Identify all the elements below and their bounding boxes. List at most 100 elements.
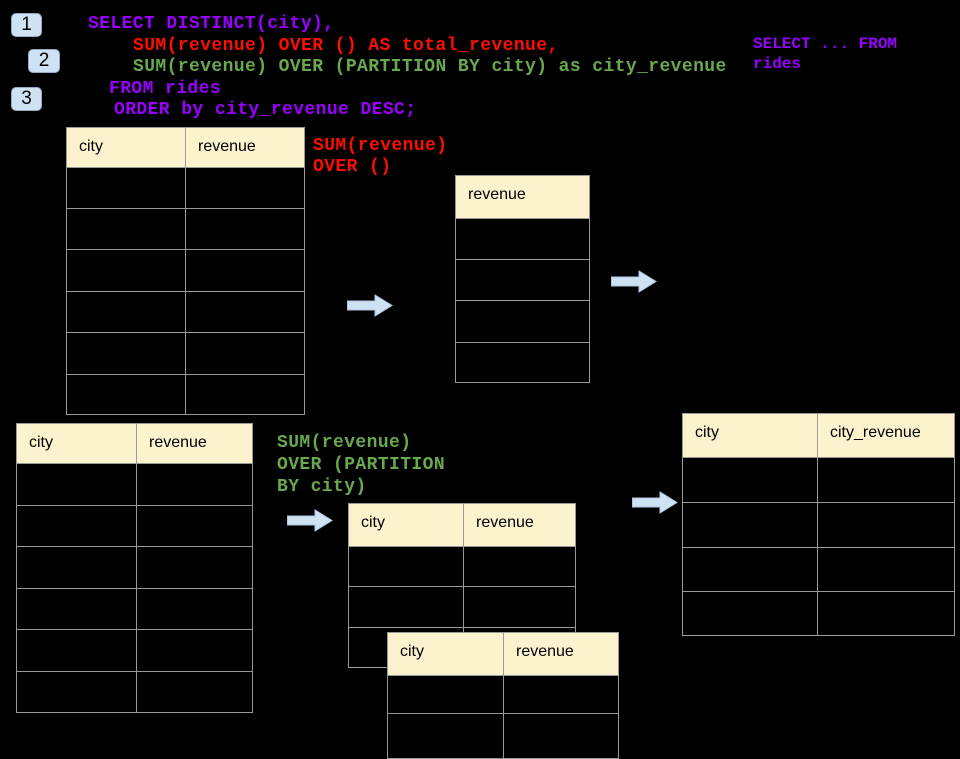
table-row [17, 672, 252, 712]
table-cell [349, 587, 464, 627]
header-cell-city: city [349, 504, 464, 546]
table-cell [683, 503, 818, 547]
table-cell [456, 301, 589, 342]
header-cell-city: city [17, 424, 137, 463]
table-cell [17, 672, 137, 712]
table-row [388, 676, 618, 714]
sql-line-partition: SUM(revenue) OVER (PARTITION BY city) as… [133, 57, 727, 77]
sql-line-total: SUM(revenue) OVER () AS total_revenue, [133, 36, 559, 56]
table-cell [17, 464, 137, 505]
header-cell-city-revenue: city_revenue [830, 424, 921, 441]
table-cell [67, 209, 186, 249]
arrow-shape [287, 509, 333, 532]
table-row [17, 630, 252, 672]
table-cell [137, 630, 252, 671]
table-cell [67, 168, 186, 208]
flow-arrow-4 [632, 491, 678, 514]
table-cell [388, 714, 504, 758]
step-badge-2: 2 [28, 49, 60, 73]
table-header-row: city city_revenue [683, 414, 954, 458]
table-cell [137, 672, 252, 712]
table-final-result: city city_revenue [682, 413, 955, 636]
annotation-total-line-2: OVER () [313, 157, 392, 177]
annotation-partition-line-3: BY city) [277, 477, 367, 497]
header-cell-city: city [683, 414, 818, 457]
table-cell [67, 292, 186, 332]
table-row [67, 168, 304, 209]
annotation-partition-line-2: OVER (PARTITION [277, 455, 446, 475]
table-cell [17, 547, 137, 588]
table-cell [504, 714, 618, 758]
table-row [349, 547, 575, 587]
table-rides-top: city revenue [66, 127, 305, 415]
sql-line-from: FROM rides [109, 79, 222, 99]
step-badge-1: 1 [11, 13, 42, 37]
table-cell [456, 343, 589, 382]
annotation-total-line-1: SUM(revenue) [313, 136, 448, 156]
table-row [67, 375, 304, 415]
table-row [349, 587, 575, 628]
table-cell [17, 630, 137, 671]
table-cell [137, 547, 252, 588]
slide-canvas: { "colors": { "purple": "#9900FF", "red"… [11, 13, 955, 759]
arrow-shape [611, 270, 657, 293]
table-row [456, 219, 589, 260]
header-cell-revenue: revenue [149, 434, 207, 451]
table-row [456, 260, 589, 301]
table-cell [137, 589, 252, 629]
table-cell [17, 589, 137, 629]
table-cell [137, 464, 252, 505]
header-cell-revenue: revenue [468, 186, 526, 203]
table-row [388, 714, 618, 758]
table-cell [17, 506, 137, 546]
table-row [17, 506, 252, 547]
table-cell [456, 260, 589, 300]
arrow-shape [347, 294, 393, 317]
table-header-row: city revenue [388, 633, 618, 676]
table-row [683, 592, 954, 635]
table-header-row: city revenue [17, 424, 252, 464]
table-cell [818, 458, 954, 502]
flow-arrow-1 [347, 294, 393, 317]
table-partition-step-overlay: city revenue [387, 632, 619, 759]
table-row [683, 548, 954, 592]
table-row [67, 333, 304, 375]
table-row [67, 292, 304, 333]
table-cell [186, 250, 304, 291]
table-row [17, 547, 252, 589]
arrow-shape [632, 491, 678, 514]
table-cell [683, 548, 818, 591]
table-cell [504, 676, 618, 713]
table-row [17, 589, 252, 630]
snippet-line-1: SELECT ... FROM [753, 35, 898, 53]
table-cell [186, 209, 304, 249]
table-cell [67, 250, 186, 291]
table-cell [67, 333, 186, 374]
table-cell [186, 292, 304, 332]
table-header-row: city revenue [349, 504, 575, 547]
table-cell [818, 592, 954, 635]
table-row [456, 343, 589, 382]
header-cell-city: city [388, 633, 504, 675]
annotation-partition-line-1: SUM(revenue) [277, 433, 412, 453]
table-rides-bottom: city revenue [16, 423, 253, 713]
header-cell-city: city [67, 128, 186, 167]
table-cell [683, 458, 818, 502]
table-cell [464, 587, 575, 627]
flow-arrow-2 [611, 270, 657, 293]
table-cell [818, 548, 954, 591]
step-badge-3: 3 [11, 87, 42, 111]
table-cell [67, 375, 186, 415]
sql-line-select: SELECT DISTINCT(city), [88, 14, 335, 34]
table-cell [186, 168, 304, 208]
table-row [67, 209, 304, 250]
table-cell [464, 547, 575, 586]
table-cell [186, 375, 304, 415]
table-total-revenue: revenue [455, 175, 590, 383]
table-cell [818, 503, 954, 547]
table-row [456, 301, 589, 343]
table-cell [137, 506, 252, 546]
table-header-row: city revenue [67, 128, 304, 168]
table-cell [683, 592, 818, 635]
table-cell [456, 219, 589, 259]
